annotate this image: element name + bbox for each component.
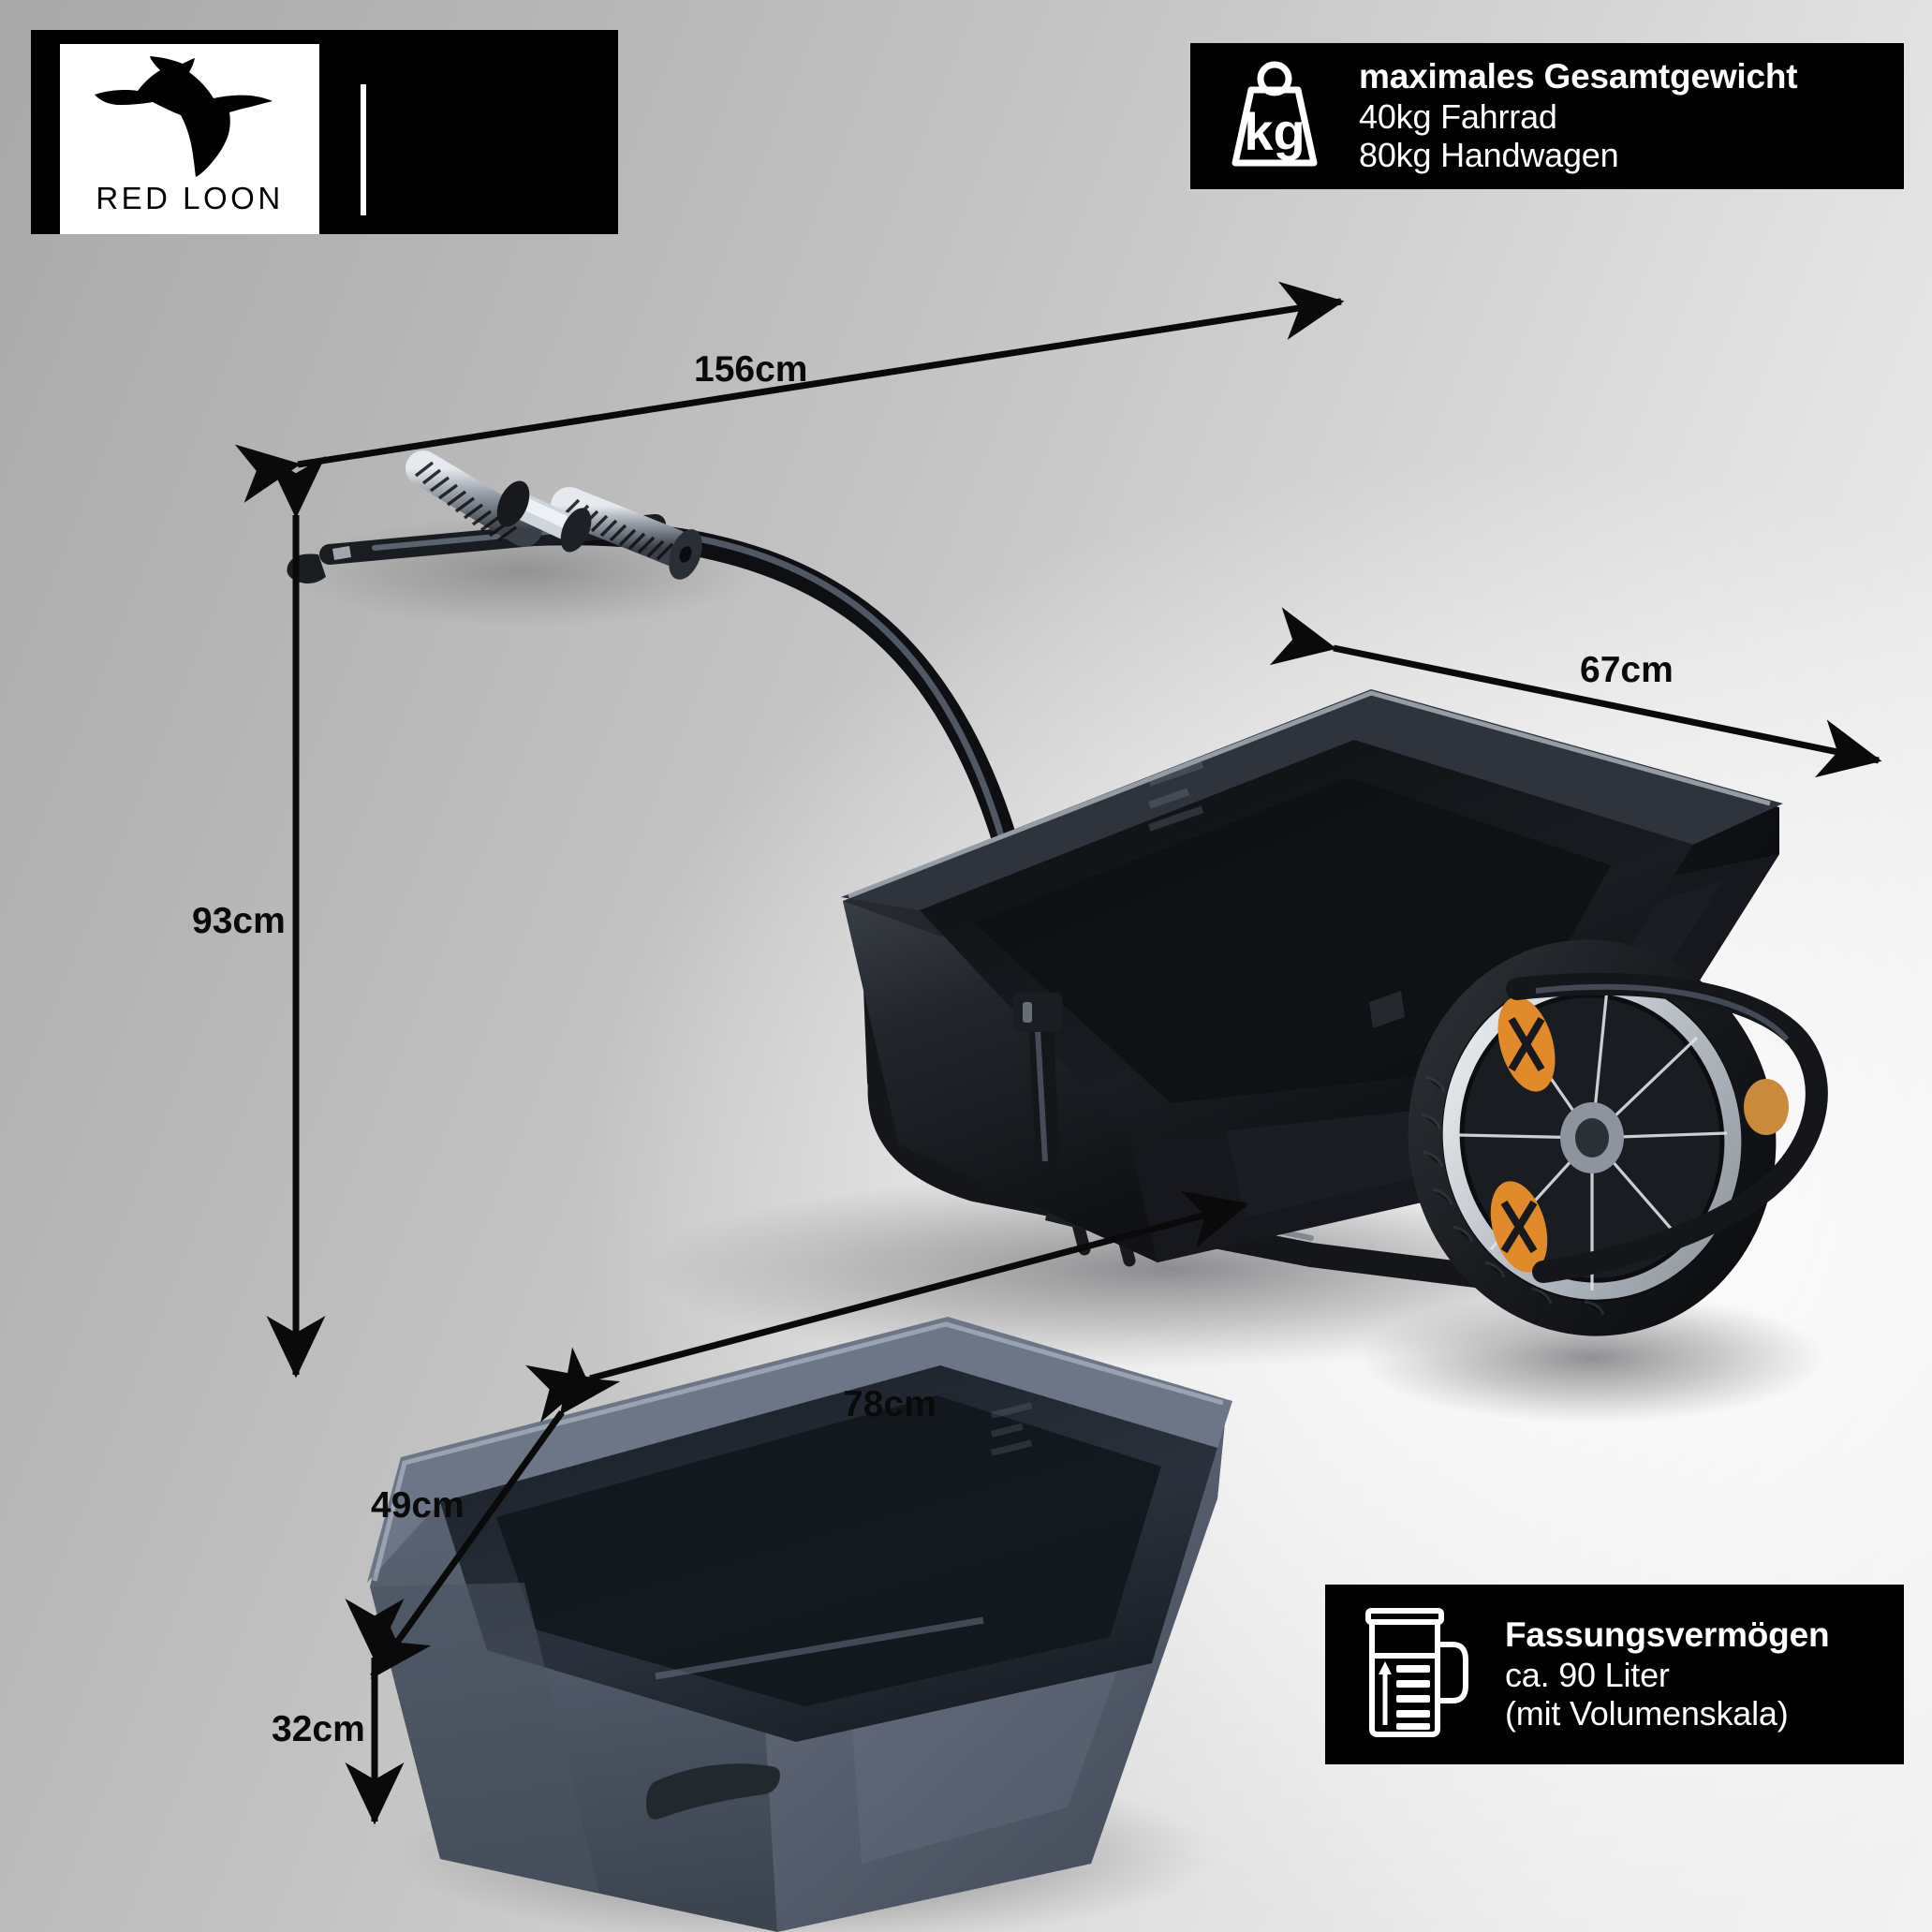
- reflector-upper-cross: [1508, 1016, 1545, 1072]
- spring-end-cap: [669, 529, 702, 580]
- brand-logo-block: RED LOON: [31, 30, 618, 234]
- brand-wordmark: RED LOON: [96, 181, 284, 215]
- badge-capacity-line-1: ca. 90 Liter: [1505, 1655, 1670, 1694]
- dimension-label-total-length: 156cm: [694, 349, 808, 390]
- badge-max-weight: kg maximales Gesamtgewicht 40kg Fahrrad …: [1190, 43, 1904, 189]
- badge-capacity: Fassungsvermögen ca. 90 Liter (mit Volum…: [1325, 1585, 1904, 1764]
- dimension-label-tub-height: 32cm: [272, 1709, 365, 1749]
- tire-tread: [1421, 1075, 1605, 1316]
- badge-capacity-text: Fassungsvermögen ca. 90 Liter (mit Volum…: [1505, 1615, 1830, 1733]
- reflector-lower-cross: [1500, 1200, 1538, 1254]
- kg-weight-icon: kg: [1217, 56, 1333, 177]
- brand-logo-plate: RED LOON: [60, 44, 319, 234]
- standalone-tub-ledge: [655, 1616, 984, 1680]
- flying-loon-bird-icon: [95, 56, 273, 177]
- dimension-label-tub-width-trailer: 67cm: [1580, 650, 1674, 690]
- badge-max-weight-text: maximales Gesamtgewicht 40kg Fahrrad 80k…: [1359, 56, 1798, 175]
- tub-corner-tab: [1369, 991, 1405, 1028]
- rear-frame-loop: [1506, 972, 1828, 1283]
- hitch-tip-shine: [332, 546, 351, 560]
- coupling-collar-right: [560, 508, 592, 553]
- tub-volume-scale: [1147, 760, 1204, 832]
- wheel-shadow: [1358, 1292, 1826, 1423]
- frame-rail-lower: [867, 1069, 1548, 1295]
- badge-max-weight-title: maximales Gesamtgewicht: [1359, 56, 1798, 96]
- badge-capacity-line-2: (mit Volumenskala): [1505, 1694, 1789, 1733]
- badge-max-weight-line-2: 80kg Handwagen: [1359, 136, 1619, 175]
- trailer-wheel: [1408, 939, 1789, 1336]
- standalone-tub-handle: [646, 1763, 780, 1820]
- dimension-label-tub-width: 49cm: [371, 1485, 465, 1526]
- standalone-tub-interior-floor: [496, 1395, 1161, 1706]
- measuring-jug-icon: [1351, 1605, 1479, 1745]
- badge-max-weight-line-1: 40kg Fahrrad: [1359, 96, 1557, 136]
- dimension-label-total-height: 93cm: [192, 901, 286, 941]
- tub-hoop-bar: [1013, 993, 1062, 1183]
- reflector-frame: [1744, 1079, 1789, 1135]
- hoop-clamp: [1013, 993, 1062, 1032]
- svg-text:kg: kg: [1244, 102, 1305, 161]
- logo-divider-line: [361, 84, 366, 215]
- dimension-label-tub-length: 78cm: [843, 1384, 937, 1424]
- badge-capacity-title: Fassungsvermögen: [1505, 1615, 1830, 1654]
